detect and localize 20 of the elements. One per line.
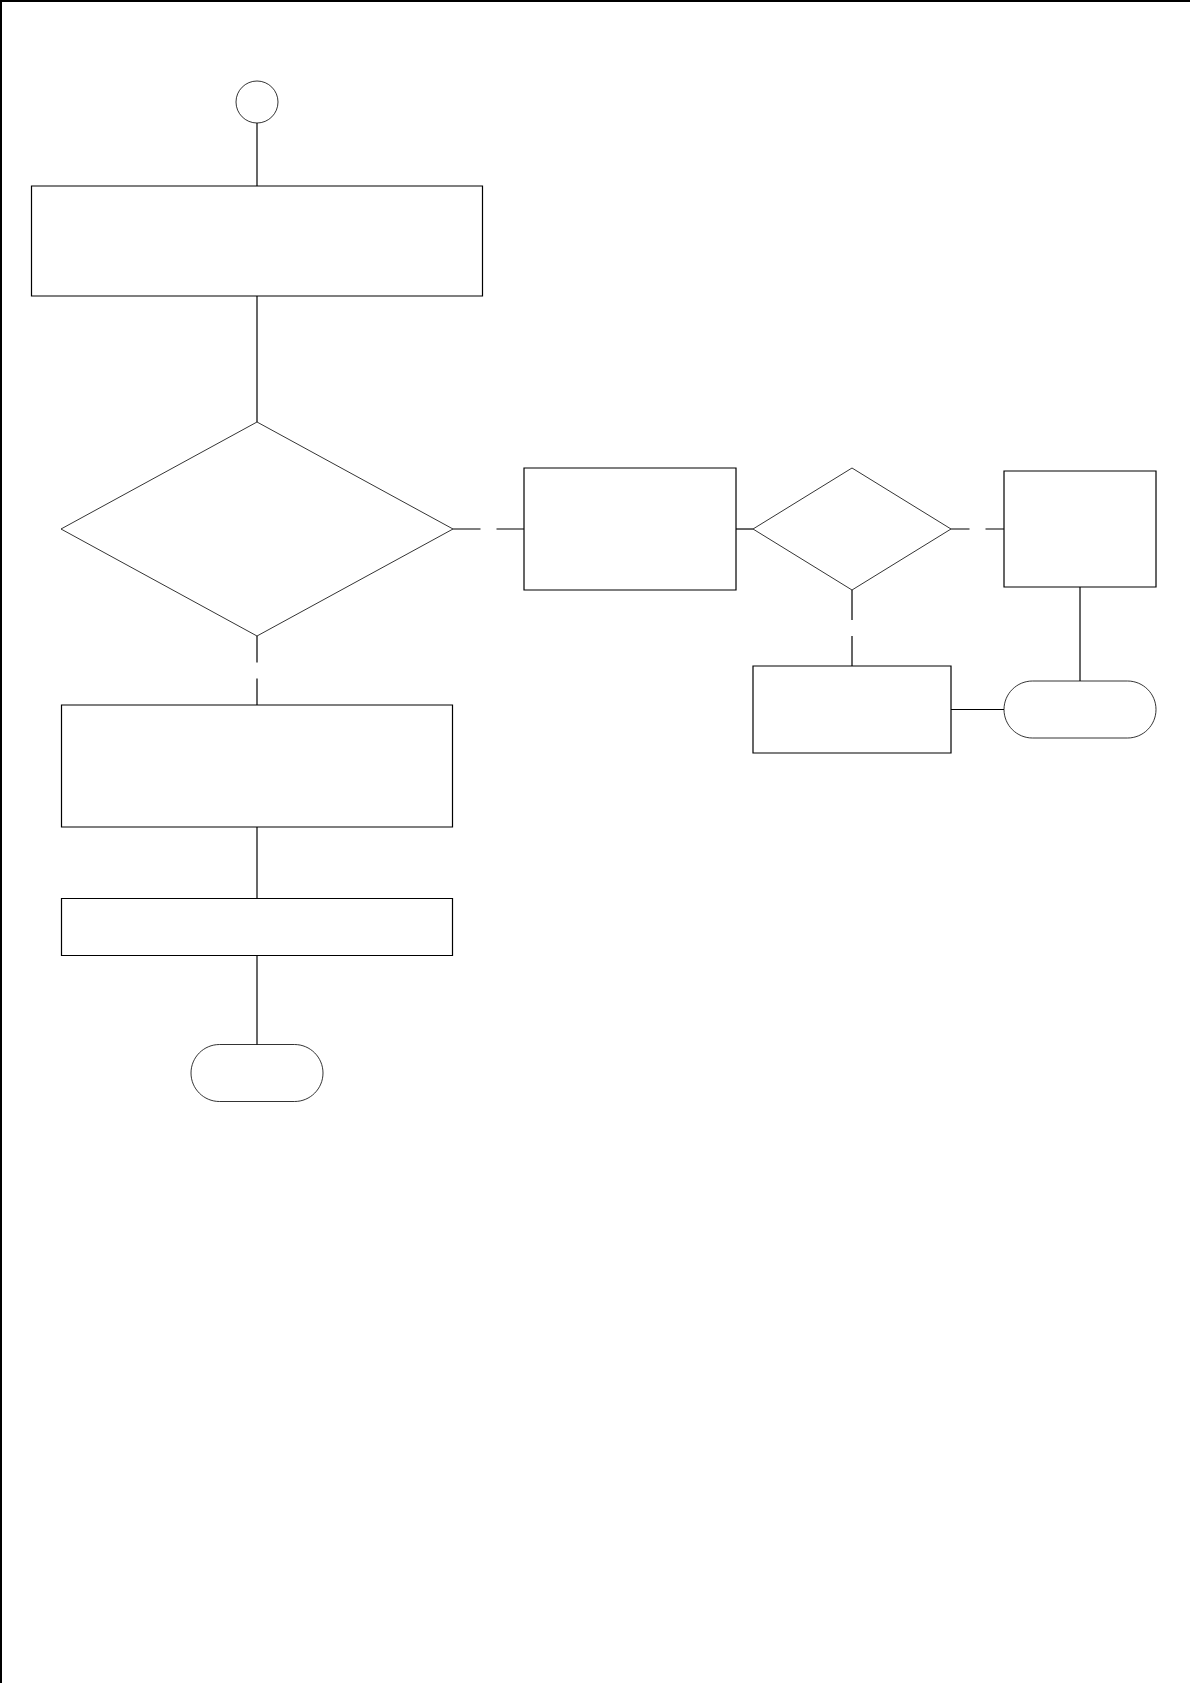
- connector-line: [256, 826, 258, 900]
- connector-line: [950, 708, 1005, 711]
- connector-line: [735, 528, 754, 530]
- process-box: [30, 185, 484, 297]
- connector-line: [950, 528, 1005, 530]
- process-box: [60, 704, 454, 828]
- connector-line: [256, 295, 258, 423]
- connector-line: [851, 589, 853, 667]
- circle: [235, 80, 279, 124]
- connector-line: [452, 528, 525, 530]
- connector-line: [256, 122, 258, 187]
- process-box: [752, 665, 952, 754]
- decision-diamond: [752, 467, 952, 591]
- process-box: [60, 897, 454, 957]
- process-box: [1003, 470, 1157, 588]
- process-box: [523, 467, 737, 591]
- connector-line: [256, 954, 258, 1046]
- decision-diamond: [60, 421, 454, 637]
- connector-line: [1079, 586, 1081, 682]
- connector-line: [256, 635, 258, 706]
